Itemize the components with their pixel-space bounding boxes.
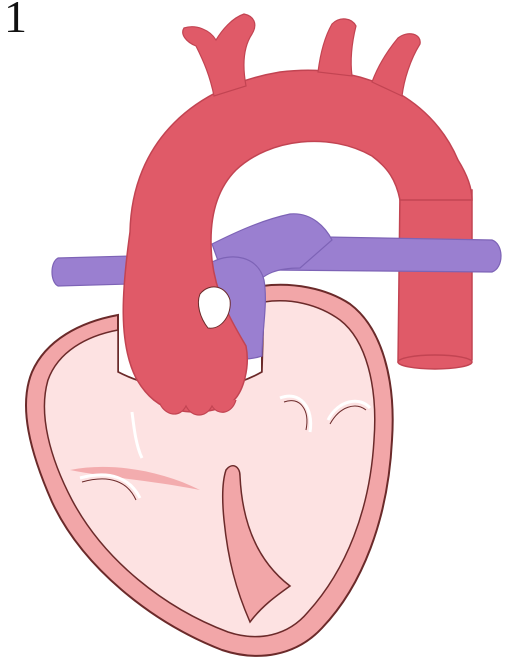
brachiocephalic-branch: [183, 14, 255, 96]
left-common-carotid-branch: [318, 19, 356, 76]
descending-aorta-end: [398, 355, 472, 369]
descending-aorta: [398, 190, 472, 367]
left-pulmonary-branch: [52, 256, 130, 286]
